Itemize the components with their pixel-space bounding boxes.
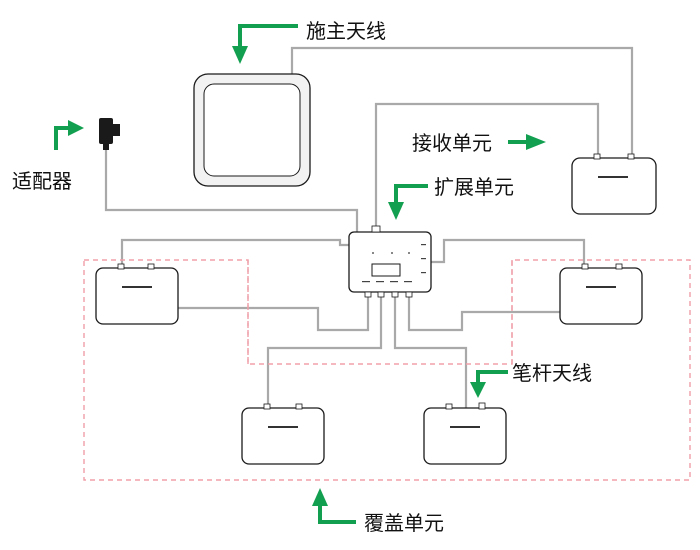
cable-adapter-expansion [104, 148, 359, 232]
cable-port4-coverage4 [407, 292, 560, 332]
master-antenna [193, 73, 311, 187]
label-adapter: 适配器 [12, 169, 72, 193]
green-bent-arrow-icon-pen-antenna [470, 370, 508, 398]
label-coverage-unit: 覆盖单元 [364, 511, 444, 535]
power-adapter-icon [99, 118, 120, 150]
green-bent-arrow-icon-master [232, 24, 298, 64]
cable-antenna-receiver [290, 46, 634, 158]
green-bent-arrow-icon-coverage [312, 488, 356, 524]
cables [104, 46, 634, 408]
label-pen-antenna: 笔杆天线 [512, 361, 592, 385]
cable-port1-coverage1 [178, 292, 370, 332]
coverage-unit-2 [241, 403, 325, 465]
coverage-unit-3 [423, 402, 507, 465]
label-expansion-unit: 扩展单元 [434, 175, 514, 199]
green-bent-arrow-icon-adapter [54, 120, 84, 150]
coverage-unit-4 [559, 263, 643, 325]
cable-port2-coverage2 [266, 292, 383, 408]
coverage-zones [83, 259, 691, 481]
green-bent-arrow-icon-expansion [388, 184, 428, 220]
label-receiver-unit: 接收单元 [412, 131, 492, 155]
coverage-zone-outline [83, 259, 691, 481]
cable-expansion-coverage4 [431, 238, 586, 268]
receiver-unit [571, 153, 657, 215]
expansion-unit [348, 225, 432, 298]
coverage-unit-1 [95, 263, 179, 325]
green-bent-arrow-icon-receiver [508, 134, 546, 150]
cable-expansion-coverage1 [120, 238, 349, 268]
cable-port3-coverage3 [393, 292, 468, 408]
label-master-antenna: 施主天线 [306, 19, 386, 43]
cable-expansion-receiver [374, 102, 600, 232]
